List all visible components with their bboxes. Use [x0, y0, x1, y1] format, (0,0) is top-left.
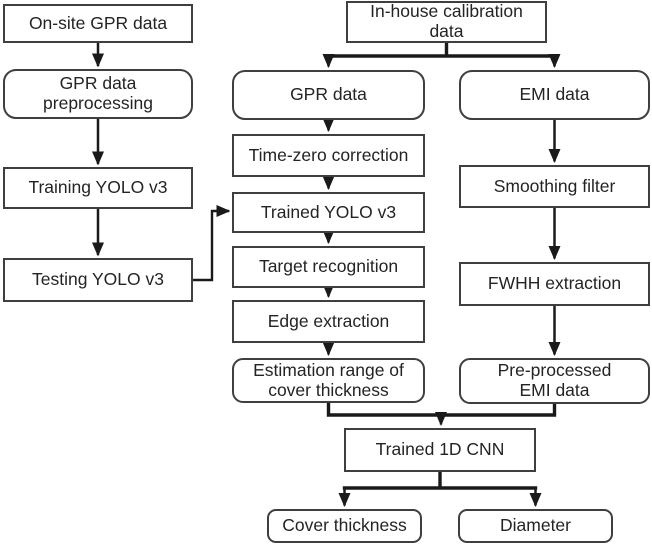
- node-label: GPR data: [290, 84, 367, 105]
- node-gpr-data: GPR data: [232, 70, 425, 120]
- node-label: Time-zero correction: [248, 144, 409, 165]
- node-inhouse-calibration: In-house calibration data: [346, 1, 547, 43]
- node-onsite-gpr-data: On-site GPR data: [3, 4, 193, 43]
- node-diameter: Diameter: [458, 509, 613, 543]
- connector-cnn-split: [342, 470, 538, 490]
- node-label: GPR data preprocessing: [43, 73, 153, 113]
- node-target-recognition: Target recognition: [232, 246, 425, 288]
- node-time-zero-correction: Time-zero correction: [232, 134, 425, 177]
- node-edge-extraction: Edge extraction: [232, 300, 425, 343]
- node-label: Cover thickness: [282, 515, 407, 536]
- node-trained-1d-cnn: Trained 1D CNN: [344, 428, 536, 472]
- node-cover-thickness: Cover thickness: [267, 509, 422, 543]
- arrow-testing-to-trained-yolo: [192, 205, 231, 282]
- connector-calibration-split: [326, 42, 557, 58]
- node-smoothing-filter: Smoothing filter: [459, 165, 650, 208]
- node-label: Estimation range of cover thickness: [253, 359, 404, 400]
- node-label: Training YOLO v3: [28, 177, 168, 198]
- node-label: Trained 1D CNN: [375, 439, 505, 460]
- node-emi-data: EMI data: [459, 70, 650, 120]
- node-training-yolo: Training YOLO v3: [3, 167, 193, 209]
- node-label: Diameter: [500, 515, 571, 536]
- node-label: EMI data: [519, 84, 590, 105]
- node-label: FWHH extraction: [487, 273, 622, 294]
- node-label: Target recognition: [258, 256, 399, 277]
- node-preprocessed-emi: Pre-processed EMI data: [459, 358, 650, 404]
- node-label: Edge extraction: [267, 310, 390, 331]
- node-label: In-house calibration data: [370, 1, 523, 41]
- node-label: On-site GPR data: [28, 12, 168, 33]
- node-fwhh-extraction: FWHH extraction: [459, 262, 650, 306]
- node-label: Testing YOLO v3: [32, 269, 164, 290]
- node-trained-yolo: Trained YOLO v3: [232, 192, 425, 233]
- node-label: Trained YOLO v3: [260, 201, 397, 222]
- node-estimation-range: Estimation range of cover thickness: [232, 358, 425, 403]
- node-testing-yolo: Testing YOLO v3: [3, 258, 193, 302]
- node-label: Smoothing filter: [493, 175, 616, 196]
- node-label: Pre-processed EMI data: [497, 360, 612, 400]
- node-gpr-preprocessing: GPR data preprocessing: [3, 69, 193, 119]
